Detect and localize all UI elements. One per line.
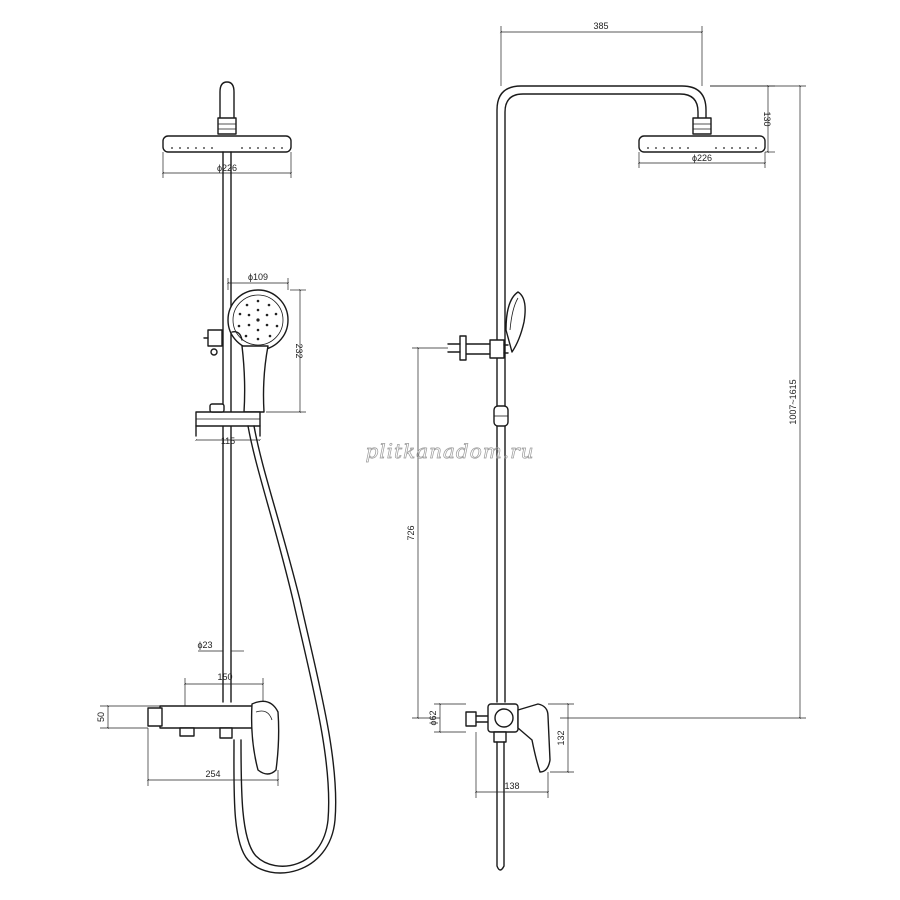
side-head-connector bbox=[692, 117, 712, 135]
front-rain-head-nozzles bbox=[171, 147, 283, 149]
side-rain-head bbox=[638, 135, 766, 153]
dim-front-hand-diameter: ϕ109 bbox=[248, 272, 268, 282]
dim-side-head-drop: 130 bbox=[762, 111, 772, 126]
front-head-connector bbox=[217, 117, 237, 135]
front-hose bbox=[233, 425, 337, 874]
front-mixer-cap bbox=[147, 707, 163, 727]
side-mixer-knob bbox=[494, 708, 514, 728]
dim-front-holder-width: 115 bbox=[221, 436, 235, 446]
side-wall-plate bbox=[459, 335, 467, 361]
side-view: ϕ226 385 130 1007~1615 726 bbox=[406, 21, 806, 871]
dim-side-mixer-height: 132 bbox=[556, 730, 566, 745]
side-wall-flange bbox=[465, 711, 477, 727]
dim-side-mixer-diameter: ϕ62 bbox=[428, 710, 438, 725]
side-rain-head-nozzles bbox=[647, 147, 757, 149]
side-riser-arm-outer bbox=[496, 85, 707, 703]
dim-front-mixer-height: 50 bbox=[96, 712, 106, 722]
dim-side-bracket-height: 726 bbox=[406, 525, 416, 540]
dim-front-hand-height: 232 bbox=[294, 343, 304, 358]
dim-side-head-diameter: ϕ226 bbox=[692, 153, 712, 163]
front-upper-bracket bbox=[207, 329, 223, 347]
dim-side-arm-reach: 385 bbox=[593, 21, 608, 31]
front-hand-shower-nozzles bbox=[237, 299, 279, 341]
front-rain-head bbox=[162, 135, 292, 153]
dim-front-mixer-width: 254 bbox=[205, 769, 220, 779]
side-hand-shower bbox=[505, 291, 526, 353]
front-view: ϕ226 bbox=[96, 81, 337, 874]
dim-front-head-diameter: ϕ226 bbox=[217, 163, 237, 173]
front-mixer-lever bbox=[250, 700, 280, 775]
dim-front-rod-diameter: ϕ23 bbox=[197, 640, 212, 650]
dim-side-mixer-depth: 138 bbox=[504, 781, 519, 791]
side-upper-bracket bbox=[489, 339, 505, 359]
front-hand-shower-handle bbox=[241, 345, 269, 413]
watermark-text: plitkanadom.ru bbox=[365, 439, 534, 463]
dim-side-total-height: 1007~1615 bbox=[788, 379, 798, 424]
side-mixer-lever bbox=[517, 703, 551, 773]
side-riser-arm-inner bbox=[504, 93, 699, 703]
front-top-inlet bbox=[219, 81, 235, 119]
dim-front-mixer-center: 150 bbox=[217, 672, 232, 682]
side-hose bbox=[496, 741, 505, 871]
